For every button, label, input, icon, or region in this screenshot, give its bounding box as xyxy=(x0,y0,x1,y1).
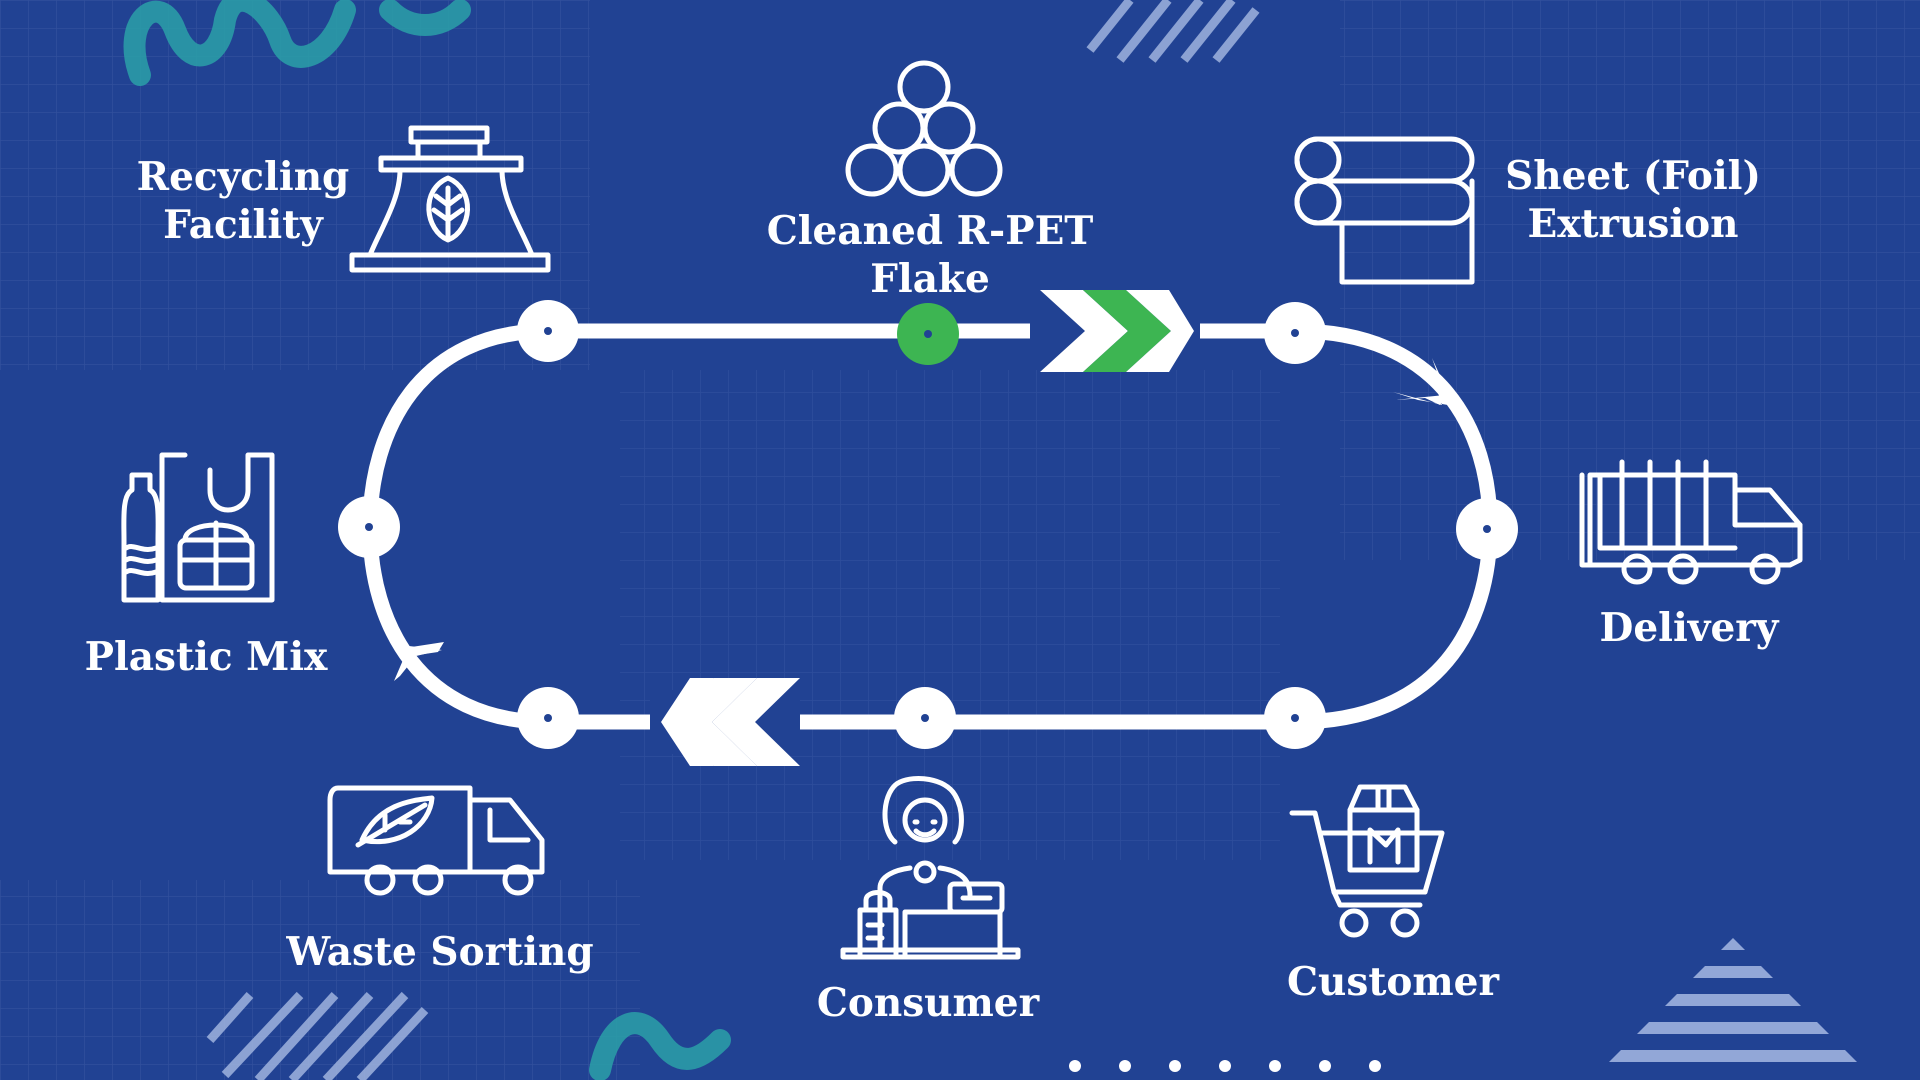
shopping-cart-icon xyxy=(1289,784,1445,938)
label-recycling: Recycling Facility xyxy=(137,153,350,249)
triangle-stripes xyxy=(1609,938,1857,1062)
foil-roll-icon xyxy=(1294,136,1475,285)
node-extrusion xyxy=(1264,302,1326,364)
label-recycling-line-2: Facility xyxy=(163,202,323,248)
label-customer: Customer xyxy=(1287,958,1499,1006)
label-consumer: Consumer xyxy=(817,979,1039,1027)
label-extrusion: Sheet (Foil) Extrusion xyxy=(1505,152,1761,248)
label-flake-line-1: Cleaned R-PET xyxy=(766,208,1094,254)
forward-chevrons xyxy=(1030,290,1200,372)
hatch-top xyxy=(1086,0,1260,63)
truck-icon xyxy=(1579,459,1803,585)
node-flake xyxy=(897,303,959,365)
node-plastic xyxy=(338,496,400,558)
label-flake: Cleaned R-PET Flake xyxy=(767,207,1094,303)
hatch-bottom xyxy=(206,991,429,1080)
corner-arrow-right xyxy=(1393,358,1448,405)
node-customer xyxy=(1264,687,1326,749)
label-waste: Waste Sorting xyxy=(286,928,593,976)
eco-truck-icon xyxy=(327,785,545,896)
label-consumer-line-1: Consumer xyxy=(816,980,1040,1026)
node-recycling xyxy=(517,300,579,362)
swirl-bottom xyxy=(589,1012,731,1080)
label-plastic: Plastic Mix xyxy=(85,633,328,681)
label-customer-line-1: Customer xyxy=(1286,959,1500,1005)
label-extrusion-line-1: Sheet (Foil) xyxy=(1505,153,1761,199)
swirl-top xyxy=(123,0,471,86)
dot-row xyxy=(1069,1060,1381,1072)
label-extrusion-line-2: Extrusion xyxy=(1527,201,1739,247)
node-delivery xyxy=(1456,498,1518,560)
factory-leaf-icon xyxy=(349,125,551,273)
cashier-icon xyxy=(840,775,1021,960)
stacked-circles-icon xyxy=(845,60,1003,197)
node-consumer xyxy=(894,687,956,749)
node-waste xyxy=(517,687,579,749)
bottle-bag-icon xyxy=(121,452,275,603)
label-delivery-line-1: Delivery xyxy=(1599,605,1779,651)
grid-panel-center xyxy=(620,370,1280,860)
corner-arrow-left xyxy=(394,642,444,681)
cycle-nodes xyxy=(338,300,1518,749)
backward-chevrons xyxy=(650,678,800,766)
label-waste-line-1: Waste Sorting xyxy=(286,929,594,975)
label-recycling-line-1: Recycling xyxy=(136,154,350,200)
label-plastic-line-1: Plastic Mix xyxy=(84,634,328,680)
label-delivery: Delivery xyxy=(1600,604,1779,652)
label-flake-line-2: Flake xyxy=(870,256,990,302)
